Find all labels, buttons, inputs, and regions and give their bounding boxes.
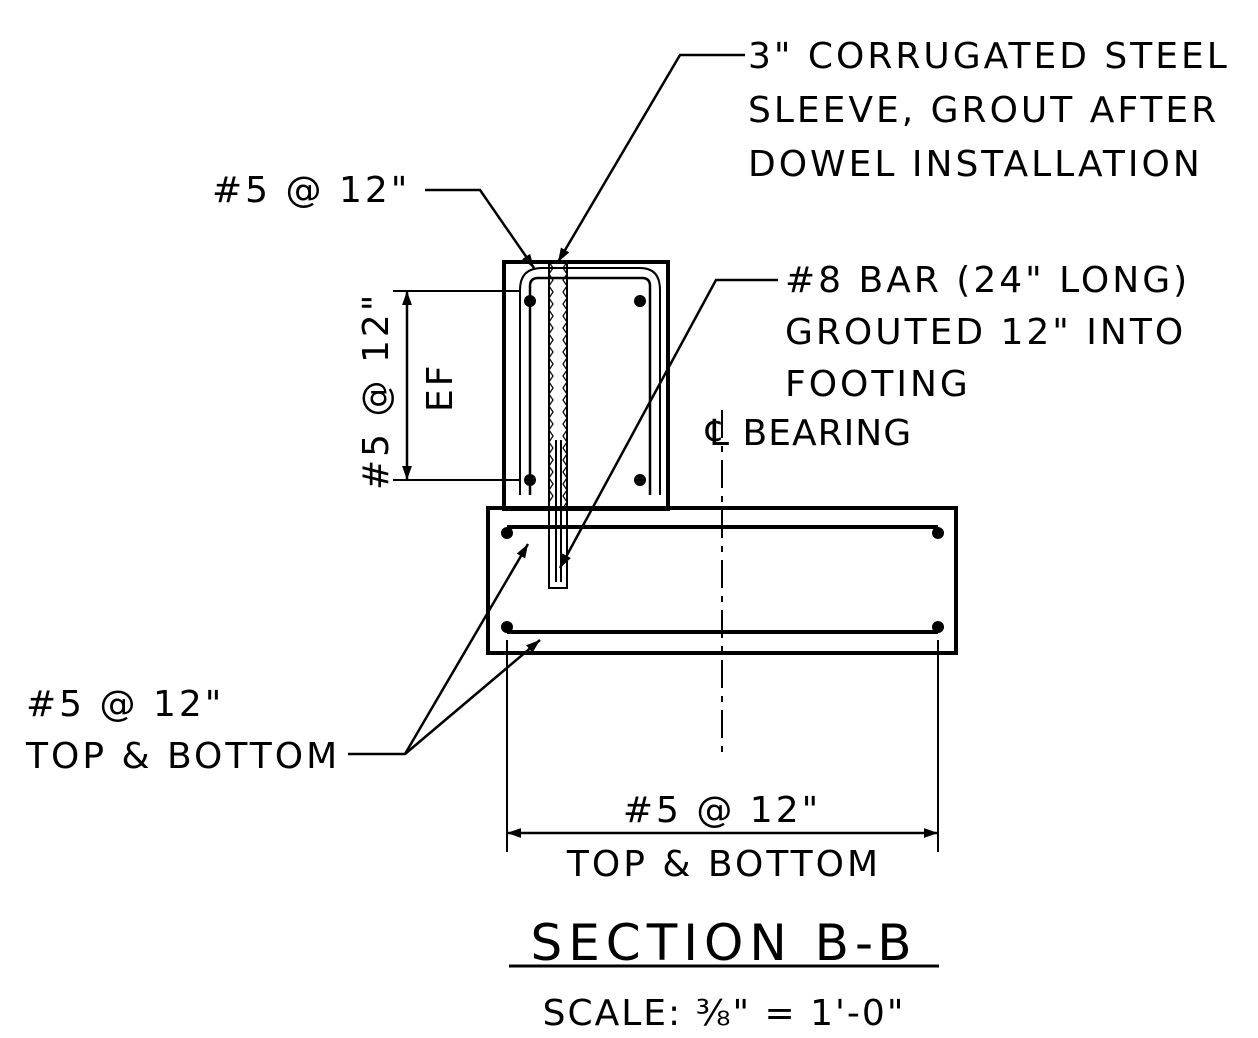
section-title-text: SECTION B-B — [530, 914, 917, 972]
footing-bottom-callout: #5 @ 12" TOP & BOTTOM — [566, 790, 881, 885]
footing-dimension — [506, 640, 939, 852]
scale-label: SCALE: ⅜" = 1'-0" — [543, 993, 906, 1034]
rebar-dot — [501, 527, 513, 539]
footing-left-line-2: TOP & BOTTOM — [25, 736, 340, 777]
stem-rebar-cage — [519, 267, 661, 495]
rebar-dot — [634, 295, 646, 307]
footing-bottom-line-1: #5 @ 12" — [623, 790, 821, 831]
footing-left-callout: #5 @ 12" TOP & BOTTOM — [25, 684, 340, 777]
dowel-callout: #8 BAR (24" LONG) GROUTED 12" INTO FOOTI… — [785, 260, 1190, 405]
rebar-dot — [932, 527, 944, 539]
sleeve-line-3: DOWEL INSTALLATION — [748, 144, 1203, 185]
footing-left-line-1: #5 @ 12" — [26, 684, 224, 725]
stem-vertical-label: #5 @ 12" EF — [356, 292, 461, 490]
corrugated-sleeve — [548, 261, 568, 589]
dowel-line-1: #8 BAR (24" LONG) — [785, 260, 1190, 301]
rebar-dot — [634, 474, 646, 486]
dowel-line-2: GROUTED 12" INTO — [785, 312, 1186, 353]
sleeve-line-2: SLEEVE, GROUT AFTER — [748, 90, 1219, 131]
sleeve-callout: 3" CORRUGATED STEEL SLEEVE, GROUT AFTER … — [748, 36, 1230, 185]
footing-bottom-line-2: TOP & BOTTOM — [566, 844, 881, 885]
leader-lines — [348, 53, 778, 756]
dowel-line-3: FOOTING — [785, 364, 971, 405]
sleeve-line-1: 3" CORRUGATED STEEL — [748, 36, 1230, 77]
bearing-label: ℄ BEARING — [705, 413, 912, 454]
rebar-dot — [524, 295, 536, 307]
rebar-dot — [524, 474, 536, 486]
stem-dimension — [393, 290, 520, 481]
stem-vertical-line-1: #5 @ 12" — [356, 292, 397, 490]
footing-outline — [486, 506, 958, 655]
stem-vertical-line-2: EF — [420, 363, 461, 412]
rebar-dot — [501, 621, 513, 633]
section-title: SECTION B-B — [509, 914, 939, 972]
rebar-dot — [932, 621, 944, 633]
stem-bar-callout: #5 @ 12" — [212, 170, 410, 211]
